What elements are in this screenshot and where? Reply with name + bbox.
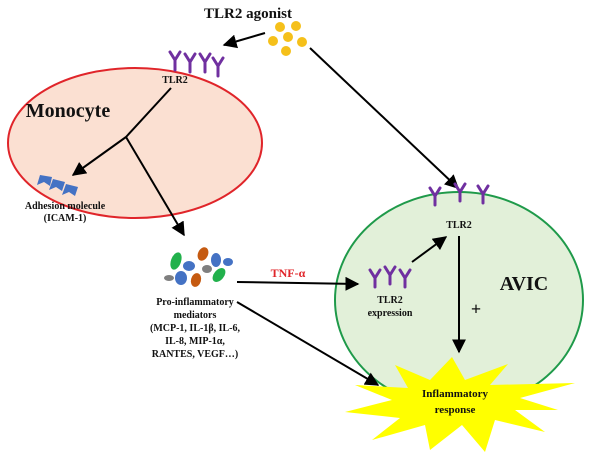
avic-label: AVIC: [500, 273, 549, 295]
mediators-line2: mediators: [174, 310, 217, 321]
diagram-title: TLR2 agonist: [204, 6, 292, 22]
monocyte-tlr2-receptors: [168, 50, 225, 78]
mediators-line5: RANTES, VEGF…): [152, 349, 239, 360]
monocyte-label: Monocyte: [26, 100, 111, 122]
adhesion-molecule-icons: [37, 175, 78, 196]
tlr2-expression-receptors: [368, 265, 412, 289]
monocyte-tlr2-label: TLR2: [162, 75, 188, 86]
pro-inflammatory-mediator-icons: [164, 247, 233, 287]
tlr2-expression-line1: TLR2: [377, 295, 403, 306]
tlr2-agonist-dots: [268, 21, 307, 56]
inflammatory-response-burst: [345, 357, 575, 452]
adhesion-label-line2: (ICAM-1): [44, 213, 87, 224]
tnf-alpha-label: TNF-α: [271, 266, 306, 280]
mediators-to-response-arrow: [236, 301, 380, 386]
expression-to-tlr2-arrow: [411, 236, 448, 263]
adhesion-label-line1: Adhesion molecule: [25, 201, 106, 212]
mediators-line3: (MCP-1, IL-1β, IL-6,: [150, 323, 240, 334]
tnf-alpha-arrow: [236, 276, 360, 291]
response-line2: response: [435, 404, 476, 416]
avic-tlr2-receptors: [428, 182, 490, 207]
tlr2-expression-line2: expression: [368, 308, 413, 319]
monocyte-signaling-arrows: [71, 87, 185, 237]
mediators-line4: IL-8, MIP-1α,: [165, 336, 225, 347]
agonist-to-monocyte-arrow: [222, 32, 266, 49]
mediators-line1: Pro-inflammatory: [156, 297, 234, 308]
avic-tlr2-label: TLR2: [446, 220, 472, 231]
response-line1: Inflammatory: [422, 388, 488, 400]
plus-sign: +: [471, 299, 481, 319]
agonist-to-avic-arrow: [309, 47, 460, 189]
monocyte-cell: [7, 67, 263, 219]
